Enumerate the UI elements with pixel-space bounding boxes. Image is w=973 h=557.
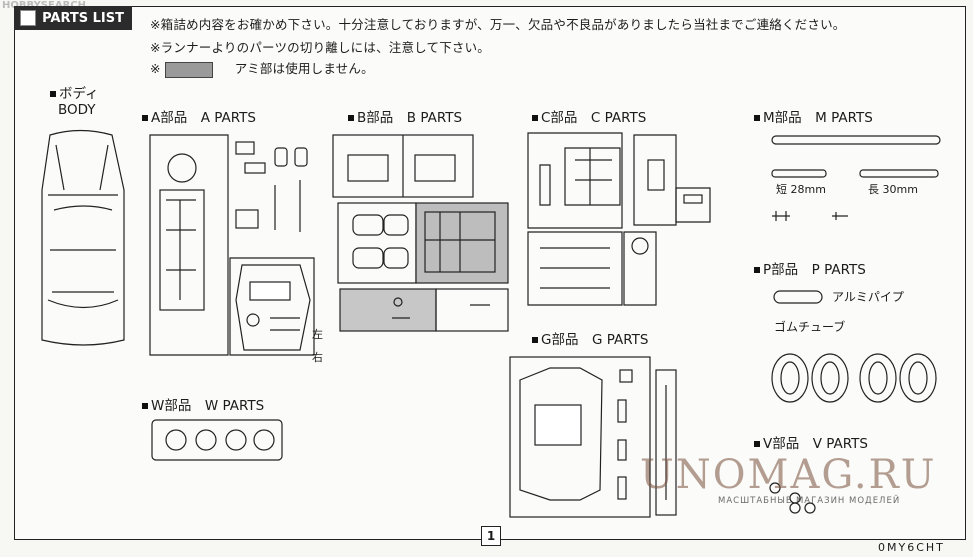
v-parts-title: V部品 V PARTS: [754, 432, 868, 452]
a-left-label: 左: [312, 328, 323, 341]
c-parts-title: C部品 C PARTS: [532, 106, 646, 126]
a-parts-title: A部品 A PARTS: [142, 106, 256, 126]
parts-list-title: PARTS LIST: [42, 10, 124, 26]
note-mesh: ※ アミ部は使用しません。: [150, 58, 374, 78]
b-parts-label: B部品 B PARTS: [357, 110, 463, 126]
g-parts-title: G部品 G PARTS: [532, 328, 648, 348]
v-parts-drawing: [769, 482, 816, 514]
w-parts-drawing: [151, 419, 283, 461]
parts-list-header: PARTS LIST: [14, 6, 132, 30]
p-parts-label: P部品 P PARTS: [763, 262, 866, 278]
product-code: 0MY6CHT: [878, 541, 945, 554]
note-mark: ※: [150, 61, 161, 76]
list-icon: [20, 10, 36, 26]
p-alu-pipe: アルミパイプ: [832, 290, 904, 304]
unomag-watermark: UNOMAG.RU: [640, 452, 937, 498]
note-mesh-text: アミ部は使用しません。: [234, 61, 374, 76]
p-parts-drawing: [771, 290, 937, 403]
v-parts-label: V部品 V PARTS: [763, 436, 868, 452]
note-check-contents: ※箱詰め内容をお確かめ下さい。十分注意しておりますが、万一、欠品や不良品がありま…: [150, 17, 846, 32]
c-parts-label: C部品 C PARTS: [541, 110, 647, 126]
unomag-subtitle: МАСШТАБНЫЕ МАГАЗИН МОДЕЛЕЙ: [718, 496, 901, 506]
a-parts-label: A部品 A PARTS: [151, 110, 256, 126]
a-right-label: 右: [312, 351, 323, 364]
body-section-title: ボディ: [50, 82, 99, 102]
m-short-length: 短 28mm: [776, 183, 826, 196]
page-number: 1: [481, 526, 501, 546]
m-parts-drawing: [771, 135, 941, 221]
g-parts-drawing: [509, 356, 677, 518]
g-parts-label: G部品 G PARTS: [541, 332, 649, 348]
body-drawing: [41, 129, 125, 346]
note-runner-cutting: ※ランナーよりのパーツの切り離しには、注意して下さい。: [150, 40, 490, 55]
hobbysearch-watermark: HOBBYSEARCH: [2, 0, 86, 11]
p-parts-title: P部品 P PARTS: [754, 258, 866, 278]
c-parts-drawing: [527, 132, 711, 306]
m-long-length: 長 30mm: [868, 183, 918, 196]
m-parts-label: M部品 M PARTS: [763, 110, 873, 126]
m-parts-title: M部品 M PARTS: [754, 106, 873, 126]
body-jp: ボディ: [59, 86, 99, 102]
mesh-swatch: [164, 61, 213, 78]
w-parts-title: W部品 W PARTS: [142, 394, 264, 414]
p-rubber-tube: ゴムチューブ: [774, 320, 846, 334]
body-en: BODY: [58, 102, 96, 118]
b-parts-title: B部品 B PARTS: [348, 106, 462, 126]
w-parts-label: W部品 W PARTS: [151, 398, 265, 414]
a-parts-drawing: [149, 134, 315, 356]
b-parts-drawing: [332, 134, 509, 332]
